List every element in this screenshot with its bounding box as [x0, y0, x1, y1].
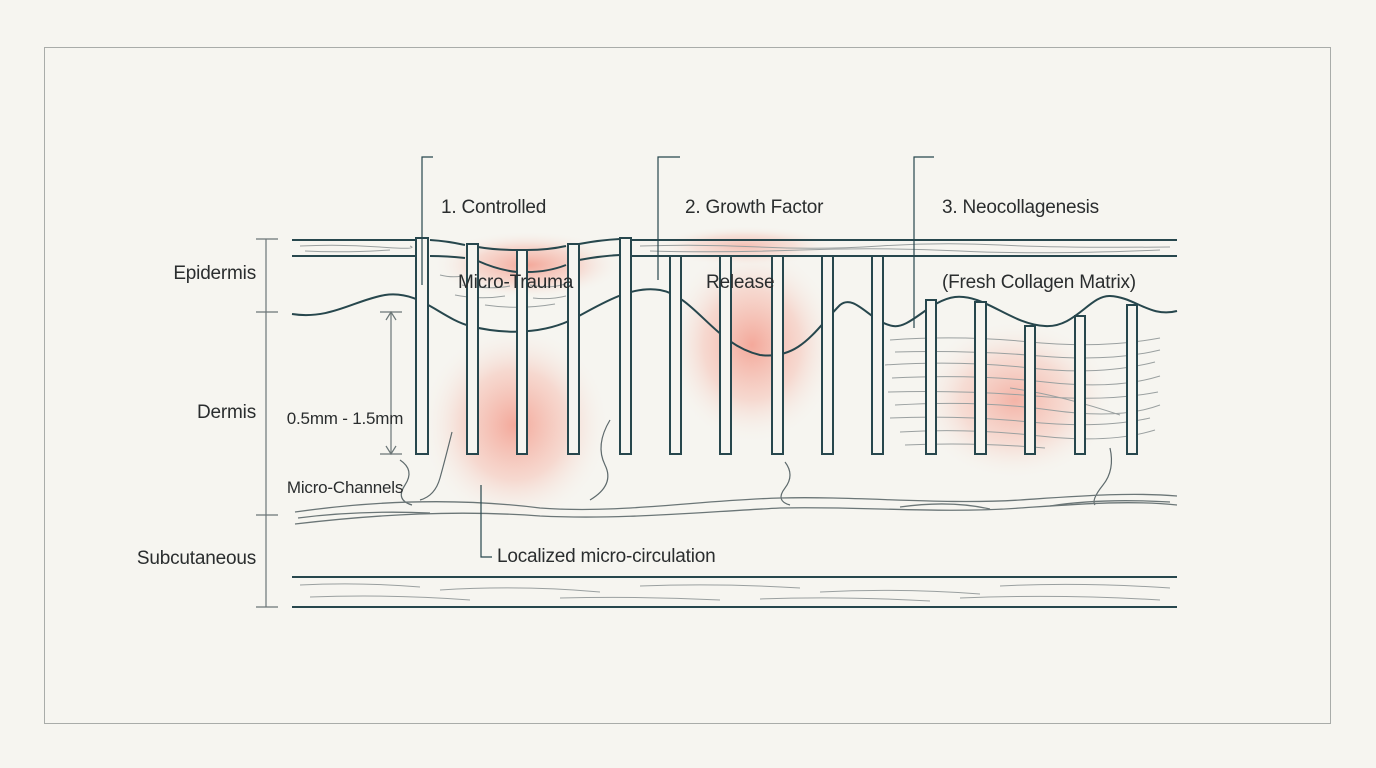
label-circulation: Localized micro-circulation [497, 546, 716, 567]
channel-depth-value: 0.5mm - 1.5mm [286, 409, 404, 428]
channel-depth-caption: Micro-Channels [286, 478, 404, 497]
label-channel-depth: 0.5mm - 1.5mm Micro-Channels [272, 361, 418, 522]
channel-depth-dimension [380, 310, 402, 456]
stage-2-title: 2. Growth Factor [685, 197, 824, 218]
stage-3-subtitle: (Fresh Collagen Matrix) [942, 272, 1136, 293]
label-dermis: Dermis [197, 402, 256, 423]
subcutaneous-layer [292, 576, 1177, 608]
stage-1-subtitle: Micro-Trauma [458, 272, 574, 293]
epidermis-texture [299, 243, 1171, 308]
stage-2-subtitle: Release [706, 272, 775, 293]
micro-channels [415, 237, 1138, 455]
stage-1-title: 1. Controlled [441, 197, 547, 218]
stage-2-label: 2. Growth Factor Release [685, 145, 823, 320]
diagram-frame [44, 47, 1331, 724]
stage-3-label: 3. Neocollagenesis (Fresh Collagen Matri… [942, 145, 1136, 320]
epidermis-layer [292, 238, 1177, 273]
stage-3-title: 3. Neocollagenesis [942, 197, 1099, 218]
glow-trauma-deep [420, 325, 610, 525]
dermis-boundary [294, 493, 1178, 525]
label-epidermis: Epidermis [173, 263, 256, 284]
layer-brackets [256, 238, 278, 608]
stage-1-label: 1. Controlled Micro-Trauma [441, 145, 573, 320]
glow-growth-deep [664, 245, 840, 445]
label-subcutaneous: Subcutaneous [136, 548, 256, 569]
stage-leaders [421, 156, 934, 558]
glow-collagen [915, 320, 1115, 480]
